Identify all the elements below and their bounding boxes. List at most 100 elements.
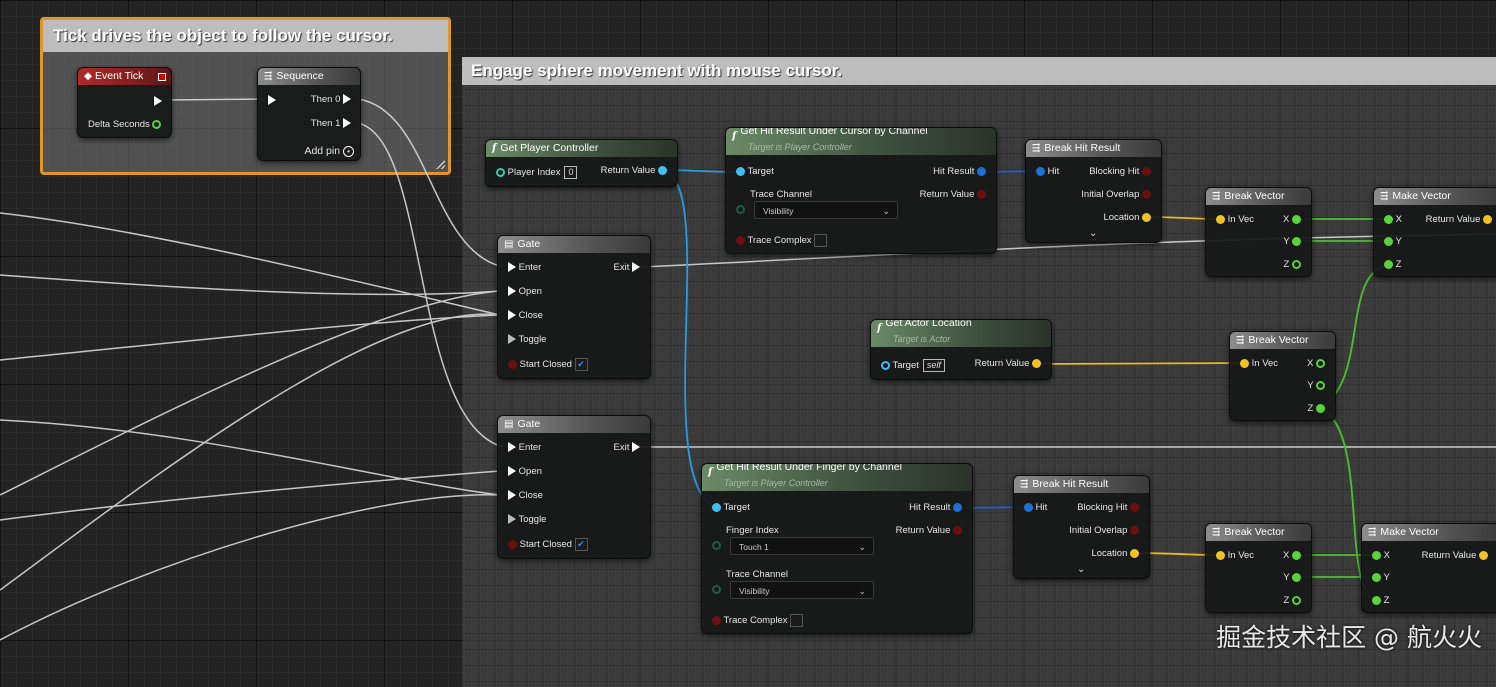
- add-pin-button[interactable]: Add pin •: [304, 145, 354, 157]
- in-vec-pin[interactable]: In Vec: [1216, 550, 1254, 562]
- y-pin[interactable]: Y: [1283, 572, 1301, 584]
- open-pin[interactable]: Open: [508, 466, 542, 478]
- target-self-input[interactable]: self: [922, 359, 945, 372]
- y-pin[interactable]: Y: [1307, 380, 1325, 392]
- location-pin[interactable]: Location: [1103, 212, 1151, 224]
- exec-in-pin[interactable]: [268, 95, 276, 107]
- make-vector-node-1[interactable]: ⇶Make Vector X Y Z Return Value: [1373, 187, 1496, 277]
- gate-node-1[interactable]: ▤Gate Enter Exit Open Close Toggle Start…: [497, 235, 651, 379]
- start-closed-checkbox[interactable]: ✔: [574, 538, 588, 551]
- blocking-hit-pin[interactable]: Blocking Hit: [1089, 166, 1151, 178]
- node-header[interactable]: ⇶Sequence: [258, 68, 360, 85]
- return-value-pin[interactable]: Return Value: [601, 165, 667, 177]
- then0-pin[interactable]: Then 0: [311, 94, 351, 106]
- return-value-pin[interactable]: Return Value: [896, 525, 962, 537]
- start-closed-checkbox[interactable]: ✔: [574, 358, 588, 371]
- gate-node-2[interactable]: ▤Gate Enter Exit Open Close Toggle Start…: [497, 415, 651, 559]
- y-pin[interactable]: Y: [1283, 236, 1301, 248]
- delta-seconds-pin[interactable]: Delta Seconds: [88, 119, 162, 131]
- location-pin[interactable]: Location: [1091, 548, 1139, 560]
- break-vector-node-1[interactable]: ⇶Break Vector In Vec X Y Z: [1205, 187, 1312, 277]
- exit-pin[interactable]: Exit: [614, 262, 640, 274]
- trace-complex-pin[interactable]: Trace Complex: [712, 614, 804, 627]
- expand-chevron-icon[interactable]: ⌄: [1077, 564, 1086, 575]
- trace-complex-checkbox[interactable]: [790, 614, 804, 627]
- target-pin[interactable]: Target: [712, 502, 750, 514]
- delegate-pin-icon[interactable]: [158, 73, 166, 81]
- break-hit-result-node-2[interactable]: ⇶Break Hit Result Hit Blocking Hit Initi…: [1013, 475, 1150, 579]
- z-pin[interactable]: Z: [1284, 259, 1301, 271]
- y-pin[interactable]: Y: [1384, 236, 1402, 248]
- comment-title[interactable]: Tick drives the object to follow the cur…: [43, 20, 448, 52]
- expand-chevron-icon[interactable]: ⌄: [1089, 228, 1098, 239]
- hit-pin[interactable]: Hit: [1024, 502, 1047, 514]
- comment-title[interactable]: Engage sphere movement with mouse cursor…: [462, 57, 1496, 85]
- node-header[interactable]: ◆ Event Tick: [78, 68, 171, 85]
- x-pin[interactable]: X: [1283, 550, 1301, 562]
- start-closed-pin[interactable]: Start Closed ✔: [508, 358, 588, 371]
- node-header[interactable]: ⇶Break Hit Result: [1026, 140, 1161, 157]
- z-pin[interactable]: Z: [1372, 595, 1389, 607]
- finger-index-pin[interactable]: [712, 540, 721, 552]
- x-pin[interactable]: X: [1372, 550, 1390, 562]
- break-vector-node-3[interactable]: ⇶Break Vector In Vec X Y Z: [1205, 523, 1312, 613]
- z-pin[interactable]: Z: [1284, 595, 1301, 607]
- node-header[interactable]: ⇶Break Vector: [1206, 188, 1311, 205]
- return-value-pin[interactable]: Return Value: [920, 189, 986, 201]
- make-vector-node-2[interactable]: ⇶Make Vector X Y Z Return Value: [1361, 523, 1496, 613]
- player-index-input[interactable]: 0: [564, 166, 578, 179]
- z-pin[interactable]: Z: [1384, 259, 1401, 271]
- return-value-pin[interactable]: Return Value: [1422, 550, 1488, 562]
- finger-index-dropdown[interactable]: Touch 1⌄: [730, 537, 874, 555]
- sequence-node[interactable]: ⇶Sequence Then 0 Then 1 Add pin •: [257, 67, 361, 161]
- trace-channel-dropdown[interactable]: Visibility⌄: [730, 581, 874, 599]
- node-header[interactable]: ▤Gate: [498, 416, 650, 433]
- initial-overlap-pin[interactable]: Initial Overlap: [1081, 189, 1151, 201]
- toggle-pin[interactable]: Toggle: [508, 514, 546, 526]
- break-vector-node-2[interactable]: ⇶Break Vector In Vec X Y Z: [1229, 331, 1336, 421]
- close-pin[interactable]: Close: [508, 490, 543, 502]
- trace-complex-pin[interactable]: Trace Complex: [736, 234, 828, 247]
- trace-channel-pin[interactable]: [736, 204, 745, 216]
- node-header[interactable]: ⇶Break Vector: [1230, 332, 1335, 349]
- y-pin[interactable]: Y: [1372, 572, 1390, 584]
- trace-channel-pin[interactable]: [712, 584, 721, 596]
- trace-channel-dropdown[interactable]: Visibility⌄: [754, 201, 898, 219]
- close-pin[interactable]: Close: [508, 310, 543, 322]
- event-tick-node[interactable]: ◆ Event Tick Delta Seconds: [77, 67, 172, 138]
- exit-pin[interactable]: Exit: [614, 442, 640, 454]
- return-value-pin[interactable]: Return Value: [1426, 214, 1492, 226]
- z-pin[interactable]: Z: [1308, 403, 1325, 415]
- return-value-pin[interactable]: Return Value: [975, 358, 1041, 370]
- hit-result-pin[interactable]: Hit Result: [909, 502, 962, 514]
- node-header[interactable]: ⇶Make Vector: [1374, 188, 1496, 205]
- start-closed-pin[interactable]: Start Closed ✔: [508, 538, 588, 551]
- hit-pin[interactable]: Hit: [1036, 166, 1059, 178]
- exec-out-pin[interactable]: [154, 96, 162, 108]
- x-pin[interactable]: X: [1307, 358, 1325, 370]
- resize-handle-icon[interactable]: [436, 160, 445, 169]
- enter-pin[interactable]: Enter: [508, 442, 541, 454]
- toggle-pin[interactable]: Toggle: [508, 334, 546, 346]
- break-hit-result-node-1[interactable]: ⇶Break Hit Result Hit Blocking Hit Initi…: [1025, 139, 1162, 243]
- enter-pin[interactable]: Enter: [508, 262, 541, 274]
- initial-overlap-pin[interactable]: Initial Overlap: [1069, 525, 1139, 537]
- in-vec-pin[interactable]: In Vec: [1216, 214, 1254, 226]
- in-vec-pin[interactable]: In Vec: [1240, 358, 1278, 370]
- x-pin[interactable]: X: [1283, 214, 1301, 226]
- then1-pin[interactable]: Then 1: [311, 118, 351, 130]
- x-pin[interactable]: X: [1384, 214, 1402, 226]
- node-header[interactable]: ⇶Break Vector: [1206, 524, 1311, 541]
- hit-result-pin[interactable]: Hit Result: [933, 166, 986, 178]
- target-pin[interactable]: Target: [736, 166, 774, 178]
